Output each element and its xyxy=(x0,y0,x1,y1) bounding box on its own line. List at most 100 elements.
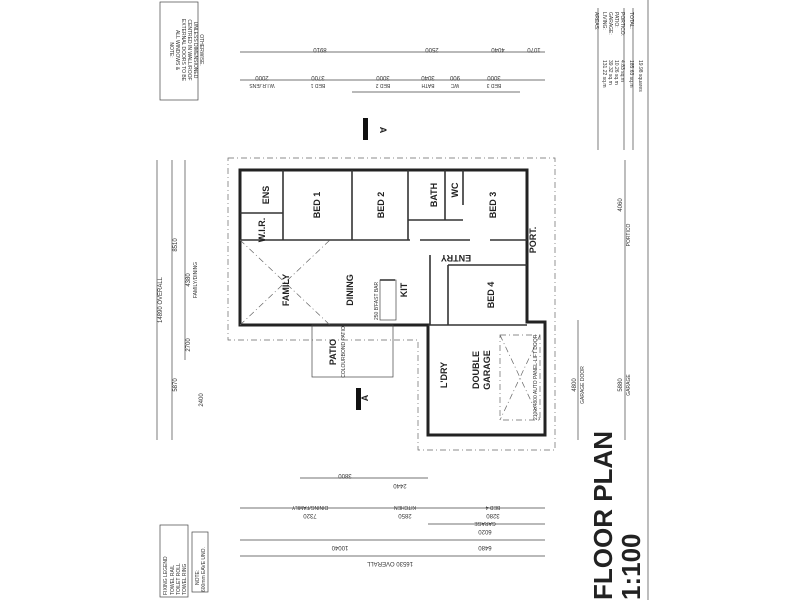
dim-text: 14890 OVERALL xyxy=(158,276,164,323)
dim-text: 4040 xyxy=(491,46,505,52)
dim-label: GARAGE DOOR xyxy=(580,366,586,404)
note-line: UNLESS DIMENSIONED xyxy=(192,22,198,79)
dim-text: 4380 xyxy=(186,273,192,287)
dim-text: 5870 xyxy=(173,378,179,392)
dim-text: 6480 xyxy=(478,544,492,550)
room-bed-1: BED 1 xyxy=(312,192,322,219)
dim-text: 3000 xyxy=(376,74,390,80)
legend-item: TOWEL RAIL xyxy=(170,565,176,595)
section-marker-top: A xyxy=(363,118,388,140)
dim-label: BED 2 xyxy=(376,82,391,88)
area-squares: 19.98 squares xyxy=(637,60,643,92)
dim-text: 3040 xyxy=(421,74,435,80)
area-value: 39.32 sq.m xyxy=(607,60,613,85)
dim-text: 6020 xyxy=(478,528,492,534)
dim-text: 2850 xyxy=(398,512,412,518)
area-label: PATIO: xyxy=(613,12,619,28)
dimensions-top: 8910 2500 4040 1070 2000 W.I.R./ENS 3700… xyxy=(240,46,545,93)
area-value: 4.83 sq.m xyxy=(619,60,625,82)
dim-label: GARAGE xyxy=(474,520,496,526)
dim-text: 4800 xyxy=(572,378,578,392)
internal-walls xyxy=(239,170,541,421)
dim-text: 3000 xyxy=(487,74,501,80)
note-line: EXTERNAL DOORS TO BE xyxy=(180,19,186,82)
room-wir: W.I.R. xyxy=(257,218,267,243)
dim-text: 2700 xyxy=(186,338,192,352)
patio-outline xyxy=(311,324,394,378)
dim-label: FAMILY/DINING xyxy=(193,262,199,298)
note-windows: NOTE: ALL WINDOWS & EXTERNAL DOORS TO BE… xyxy=(159,1,204,101)
area-value: 131.22 sq.m xyxy=(601,60,607,88)
dim-text: 10040 xyxy=(331,544,348,550)
dim-label: BED 3 xyxy=(487,82,502,88)
dim-text: 3700 xyxy=(311,74,325,80)
eave-note: 600mm EAVE UNO. xyxy=(201,547,207,592)
drawing-title: FLOOR PLAN xyxy=(588,431,618,600)
area-total-label: TOTAL: xyxy=(628,12,634,29)
areas-heading: AREAS: xyxy=(593,12,599,30)
dim-text: 8510 xyxy=(173,238,179,252)
legend-item: TOWEL RING xyxy=(182,563,188,595)
note-line: NOTE: xyxy=(168,42,174,57)
dim-text: 7320 xyxy=(303,512,317,518)
breakfast-bar-note: 250 B'FAST BAR xyxy=(374,282,380,320)
room-dining: DINING xyxy=(345,274,355,306)
section-label: A xyxy=(360,394,370,401)
dim-label: KITCHEN xyxy=(394,504,416,510)
dimensions-bottom: 3800 2440 7320 DINING/FAMILY 2850 KITCHE… xyxy=(240,472,545,566)
dim-label: GARAGE xyxy=(626,374,632,396)
note-line: OTHERWISE. xyxy=(198,34,204,66)
dim-label: DINING/FAMILY xyxy=(291,504,328,510)
room-ensuite: ENS xyxy=(261,186,271,205)
room-portico: PORT. xyxy=(528,227,538,254)
dim-text: 3800 xyxy=(338,472,352,478)
room-patio: PATIO xyxy=(328,339,338,365)
dim-label: BATH xyxy=(421,82,434,88)
dim-text: 2500 xyxy=(425,46,439,52)
room-kitchen: KIT xyxy=(399,282,409,297)
room-bed-2: BED 2 xyxy=(376,192,386,219)
room-laundry: L'DRY xyxy=(439,362,449,388)
area-total-value: 185.63 sq.m xyxy=(628,60,634,88)
dimensions-right: 4800 GARAGE DOOR 5880 GARAGE 4060 PORTIC… xyxy=(572,160,632,440)
dim-text: 5880 xyxy=(618,378,624,392)
section-marker-bottom: A xyxy=(356,388,370,410)
section-label: A xyxy=(378,127,388,134)
external-walls xyxy=(238,168,547,437)
dim-label: BED 4 xyxy=(486,504,501,510)
room-entry: ENTRY xyxy=(441,253,471,263)
room-bath: BATH xyxy=(429,183,439,207)
dim-label: W.I.R./ENS xyxy=(249,82,275,88)
dim-text: 8910 xyxy=(313,46,327,52)
dim-label: PORTICO xyxy=(626,224,632,247)
drawing-scale: 1:100 xyxy=(616,534,646,600)
dim-text: 16530 OVERALL xyxy=(366,560,413,566)
dim-text: 900 xyxy=(449,74,460,80)
area-label: PORTICO: xyxy=(619,12,625,36)
legend-item: TOILET ROLL xyxy=(176,563,182,595)
room-wc: WC xyxy=(450,182,460,197)
room-bed-4: BED 4 xyxy=(486,282,496,309)
area-label: GARAGE: xyxy=(607,12,613,35)
note-line: CENTRED IN WALL/ROOF xyxy=(186,19,192,80)
eave-note: NOTE: xyxy=(195,570,201,585)
dim-text: 2440 xyxy=(393,482,407,488)
area-value: 10.26 sq.m xyxy=(613,60,619,85)
fixing-legend: FIXING LEGEND TOWEL RAIL TOILET ROLL TOW… xyxy=(159,524,209,598)
garage-door-note: 2100x4800 AUTO PANEL-LIFT DOOR xyxy=(533,334,539,420)
dim-label: WC xyxy=(450,82,459,88)
legend-heading: FIXING LEGEND xyxy=(163,556,169,595)
room-family: FAMILY xyxy=(281,274,291,306)
dim-text: 1070 xyxy=(527,46,541,52)
dimensions-left: 14890 OVERALL 8510 5870 4380 FAMILY/DINI… xyxy=(156,160,205,440)
dim-text: 2000 xyxy=(255,74,269,80)
room-garage-line1: DOUBLE xyxy=(471,351,481,389)
area-label: LIVING: xyxy=(601,12,607,30)
eave-line xyxy=(227,157,556,451)
patio-subtitle: COLOURBOND PATIO xyxy=(341,326,347,378)
dim-text: 2400 xyxy=(199,393,205,407)
dim-text: 3280 xyxy=(486,512,500,518)
room-garage-line2: GARAGE xyxy=(482,350,492,390)
dim-label: BED 1 xyxy=(311,82,326,88)
